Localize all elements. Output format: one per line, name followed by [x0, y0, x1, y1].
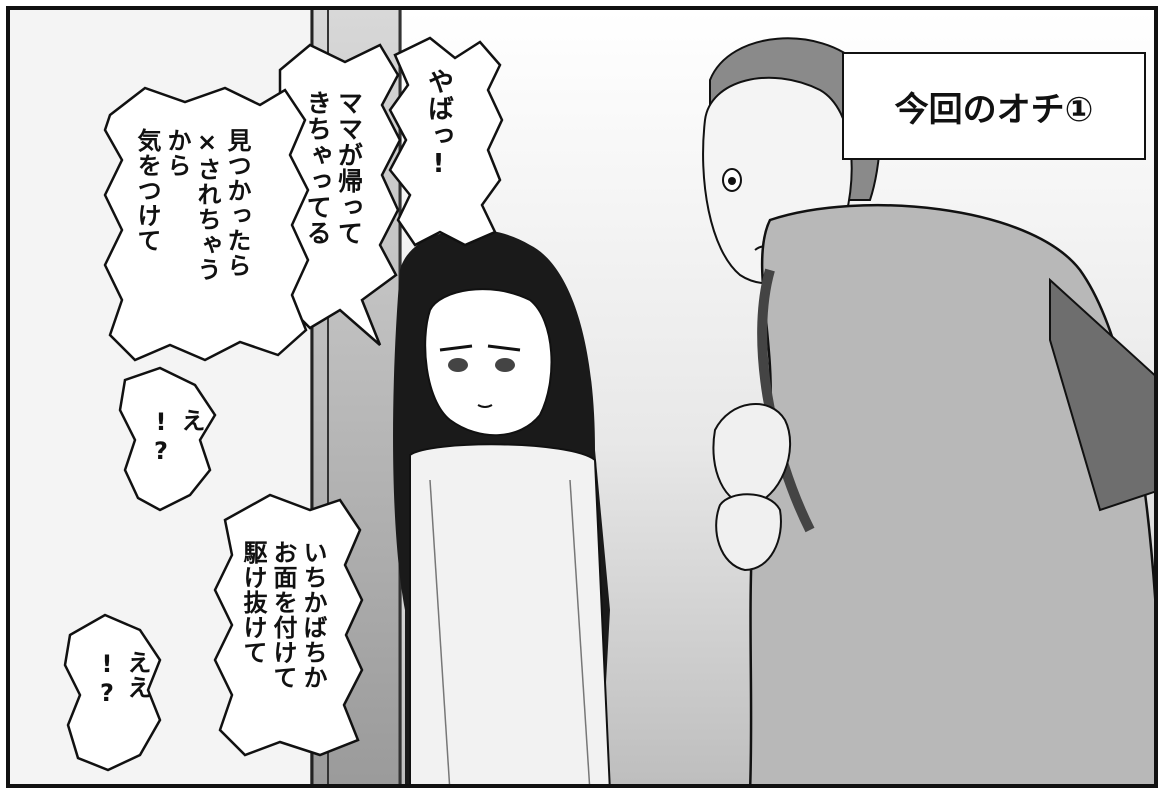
- speech-yaba: やばっ!: [423, 68, 454, 180]
- bubble-shape-mitsukattara: [103, 86, 310, 362]
- girl-figure: [393, 229, 611, 784]
- bubble-shape-ichikabachika: [213, 493, 364, 757]
- speech-e1: え !?: [147, 408, 205, 466]
- man-figure: [702, 37, 1154, 784]
- speech-e2: ええ !?: [93, 650, 151, 708]
- bubble-shape-e1: [118, 366, 217, 512]
- speech-ichikabachika: いちかばちか お面を付けて 駆け抜けて: [239, 540, 327, 690]
- bubble-shape-yaba: [388, 36, 504, 247]
- caption-box: 今回のオチ①: [842, 52, 1146, 160]
- caption-text: 今回のオチ①: [894, 89, 1094, 130]
- manga-panel: やばっ! ママが帰って きちゃってる 見つかったら ×されちゃう から 気をつけ…: [6, 6, 1158, 788]
- speech-mama: ママが帰って きちゃってる: [303, 90, 364, 246]
- speech-mitsukattara: 見つかったら ×されちゃう から 気をつけて: [133, 128, 251, 282]
- bubble-shape-e2: [63, 613, 162, 772]
